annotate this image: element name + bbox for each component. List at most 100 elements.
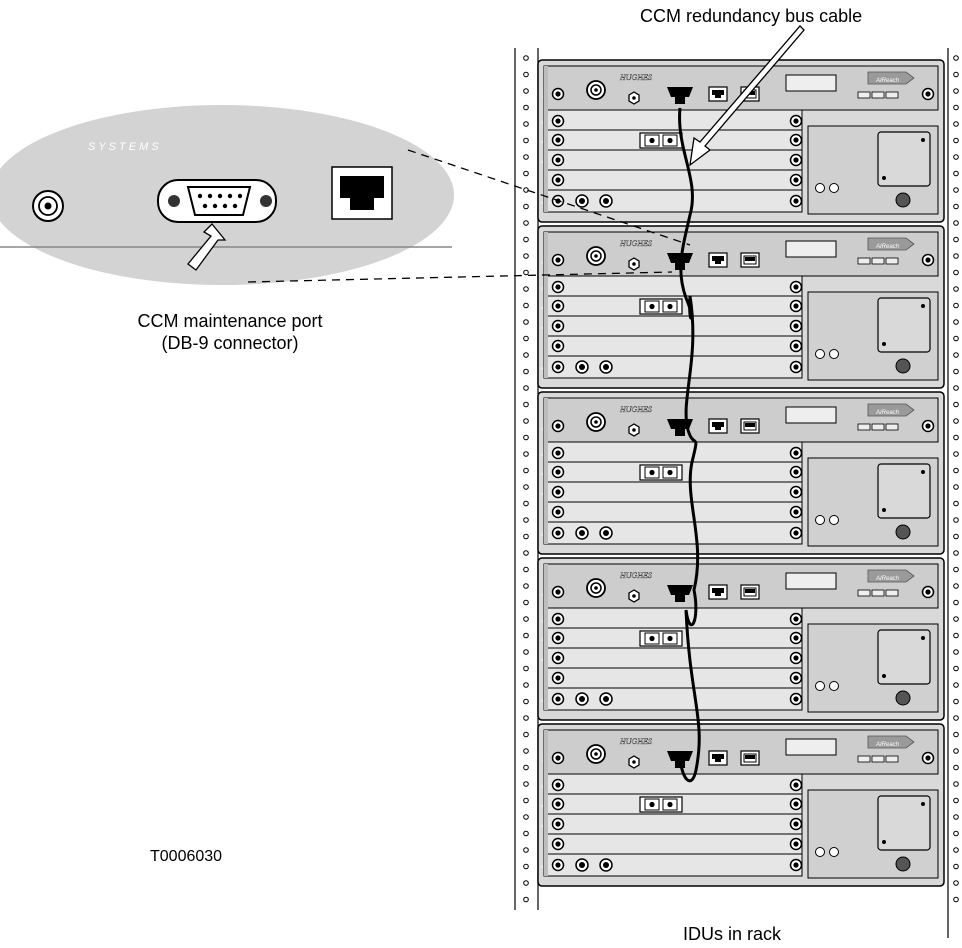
product-logo: AIReach (875, 244, 900, 250)
rail-hole (523, 500, 529, 507)
slot-number: 5 (541, 366, 544, 371)
rail-hole (953, 896, 959, 903)
rail-hole (953, 599, 959, 606)
rail-hole (953, 847, 959, 853)
rail-hole (953, 154, 959, 160)
rail-hole (523, 269, 529, 276)
slot-number: 4 (541, 159, 544, 164)
rail-hole (953, 319, 959, 325)
slot-number: 5 (541, 698, 544, 703)
rail-hole (953, 797, 959, 804)
product-logo: AIReach (875, 576, 900, 582)
maintenance-port-label-line1: CCM maintenance port (137, 311, 323, 331)
rail-hole (953, 880, 959, 886)
rail-hole (523, 533, 529, 540)
rail-hole (523, 550, 529, 556)
plug-boot (675, 428, 685, 436)
rail-hole (953, 500, 959, 507)
slot-number: 2 (541, 120, 544, 125)
rail-hole (523, 682, 529, 688)
rail-hole (523, 302, 529, 309)
brand-logo: HUGHES (619, 239, 652, 248)
rail-hole (523, 121, 529, 127)
rail-hole (953, 814, 959, 820)
rail-hole (953, 682, 959, 688)
slot-number: 5 (541, 200, 544, 205)
callout-line-upper (407, 149, 691, 246)
redundancy-bus-cable (678, 107, 701, 783)
rail-hole (523, 236, 529, 243)
rail-hole (523, 467, 529, 474)
rail-hole (953, 665, 959, 672)
slot-number: 3 (541, 803, 544, 808)
rail-hole (523, 863, 529, 870)
slot-number: 2 (541, 784, 544, 789)
rail-hole (953, 187, 959, 193)
rail-hole (953, 616, 959, 622)
db9-plug-icon (667, 419, 693, 429)
rail-hole (953, 286, 959, 292)
rail-hole (523, 55, 529, 61)
rail-hole (953, 203, 959, 210)
rail-hole (523, 517, 529, 523)
rail-hole (523, 830, 529, 837)
brand-logo: HUGHES (619, 405, 652, 414)
rail-hole (953, 368, 959, 375)
rail-hole (523, 599, 529, 606)
rail-hole (523, 88, 529, 94)
slot-number: 1 (541, 758, 544, 763)
rail-hole (953, 302, 959, 309)
rail-hole (523, 797, 529, 804)
slot-number: 1 (541, 260, 544, 265)
figure-id: T0006030 (150, 848, 223, 865)
slot-number: 3 (541, 305, 544, 310)
rail-hole (953, 170, 959, 177)
rail-hole (953, 55, 959, 61)
rail-hole (523, 451, 529, 457)
rail-hole (953, 88, 959, 94)
rail-hole (953, 418, 959, 424)
rail-hole (523, 731, 529, 738)
plug-boot (675, 96, 685, 104)
maintenance-port-zoom: SYSTEMS (0, 105, 454, 285)
rail-hole (523, 418, 529, 424)
brand-logo: HUGHES (619, 73, 652, 82)
slot-number: 4 (541, 325, 544, 330)
rail-hole (523, 764, 529, 771)
rail-hole (523, 104, 529, 111)
rail-hole (953, 137, 959, 144)
slot-number: 2 (541, 618, 544, 623)
rail-hole (953, 533, 959, 540)
rail-hole (523, 781, 529, 787)
rail-hole (953, 748, 959, 754)
rail-hole (523, 698, 529, 705)
rail-hole (953, 467, 959, 474)
rail-hole (953, 269, 959, 276)
rail-hole (523, 319, 529, 325)
rail-hole (523, 253, 529, 259)
brand-logo: HUGHES (619, 737, 652, 746)
rail-hole (523, 286, 529, 292)
slot-number: 5 (541, 864, 544, 869)
rail-hole (523, 71, 529, 78)
rail-hole (523, 335, 529, 342)
slot-number: 1 (541, 426, 544, 431)
brand-logo: HUGHES (619, 571, 652, 580)
rail-hole (523, 170, 529, 177)
slot-number: 3 (541, 139, 544, 144)
rail-hole (523, 368, 529, 375)
maintenance-port-label-line2: (DB-9 connector) (161, 333, 299, 353)
callout-line-lower (247, 271, 673, 283)
rail-hole (523, 385, 529, 391)
rail-hole (523, 715, 529, 721)
slot-number: 2 (541, 452, 544, 457)
rail-hole (953, 698, 959, 705)
rail-hole (953, 566, 959, 573)
db9-plug-icon (667, 585, 693, 595)
maintenance-port-label: CCM maintenance port (DB-9 connector) (110, 310, 350, 354)
db9-plug-icon (667, 751, 693, 761)
